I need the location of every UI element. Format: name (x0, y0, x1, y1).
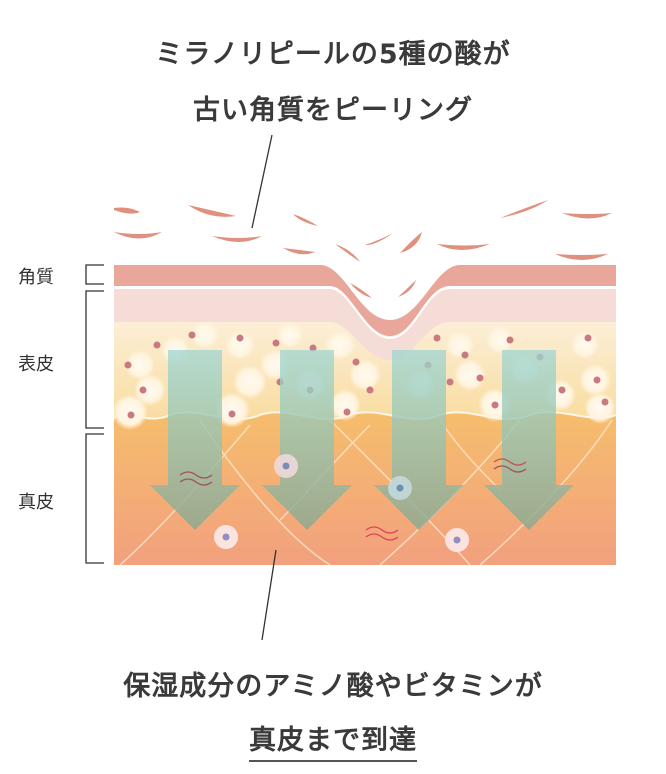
stratum-corneum-layer (114, 265, 616, 336)
layer-brackets (85, 264, 104, 564)
pointer-line-bottom (261, 549, 277, 641)
layer-label-epidermis: 表皮 (18, 354, 54, 375)
layer-label-dermis: 真皮 (18, 492, 54, 513)
headline-peeling-line2: 古い角質をピーリング (193, 95, 473, 126)
layer-label-stratum-corneum: 角質 (18, 267, 54, 288)
moisture-squiggles (179, 458, 527, 541)
peeling-flakes (114, 200, 612, 298)
pointer-line-top (251, 134, 273, 229)
granular-layer (114, 288, 616, 360)
headline-peeling-line1: ミラノリピールの5種の酸が (155, 39, 511, 70)
dermis-cells (214, 454, 469, 552)
caption-penetration-line1: 保湿成分のアミノ酸やビタミンが (123, 671, 543, 702)
caption-penetration-line2: 真皮まで到達 (0, 718, 666, 762)
caption-underlined-text: 真皮まで到達 (249, 725, 417, 762)
